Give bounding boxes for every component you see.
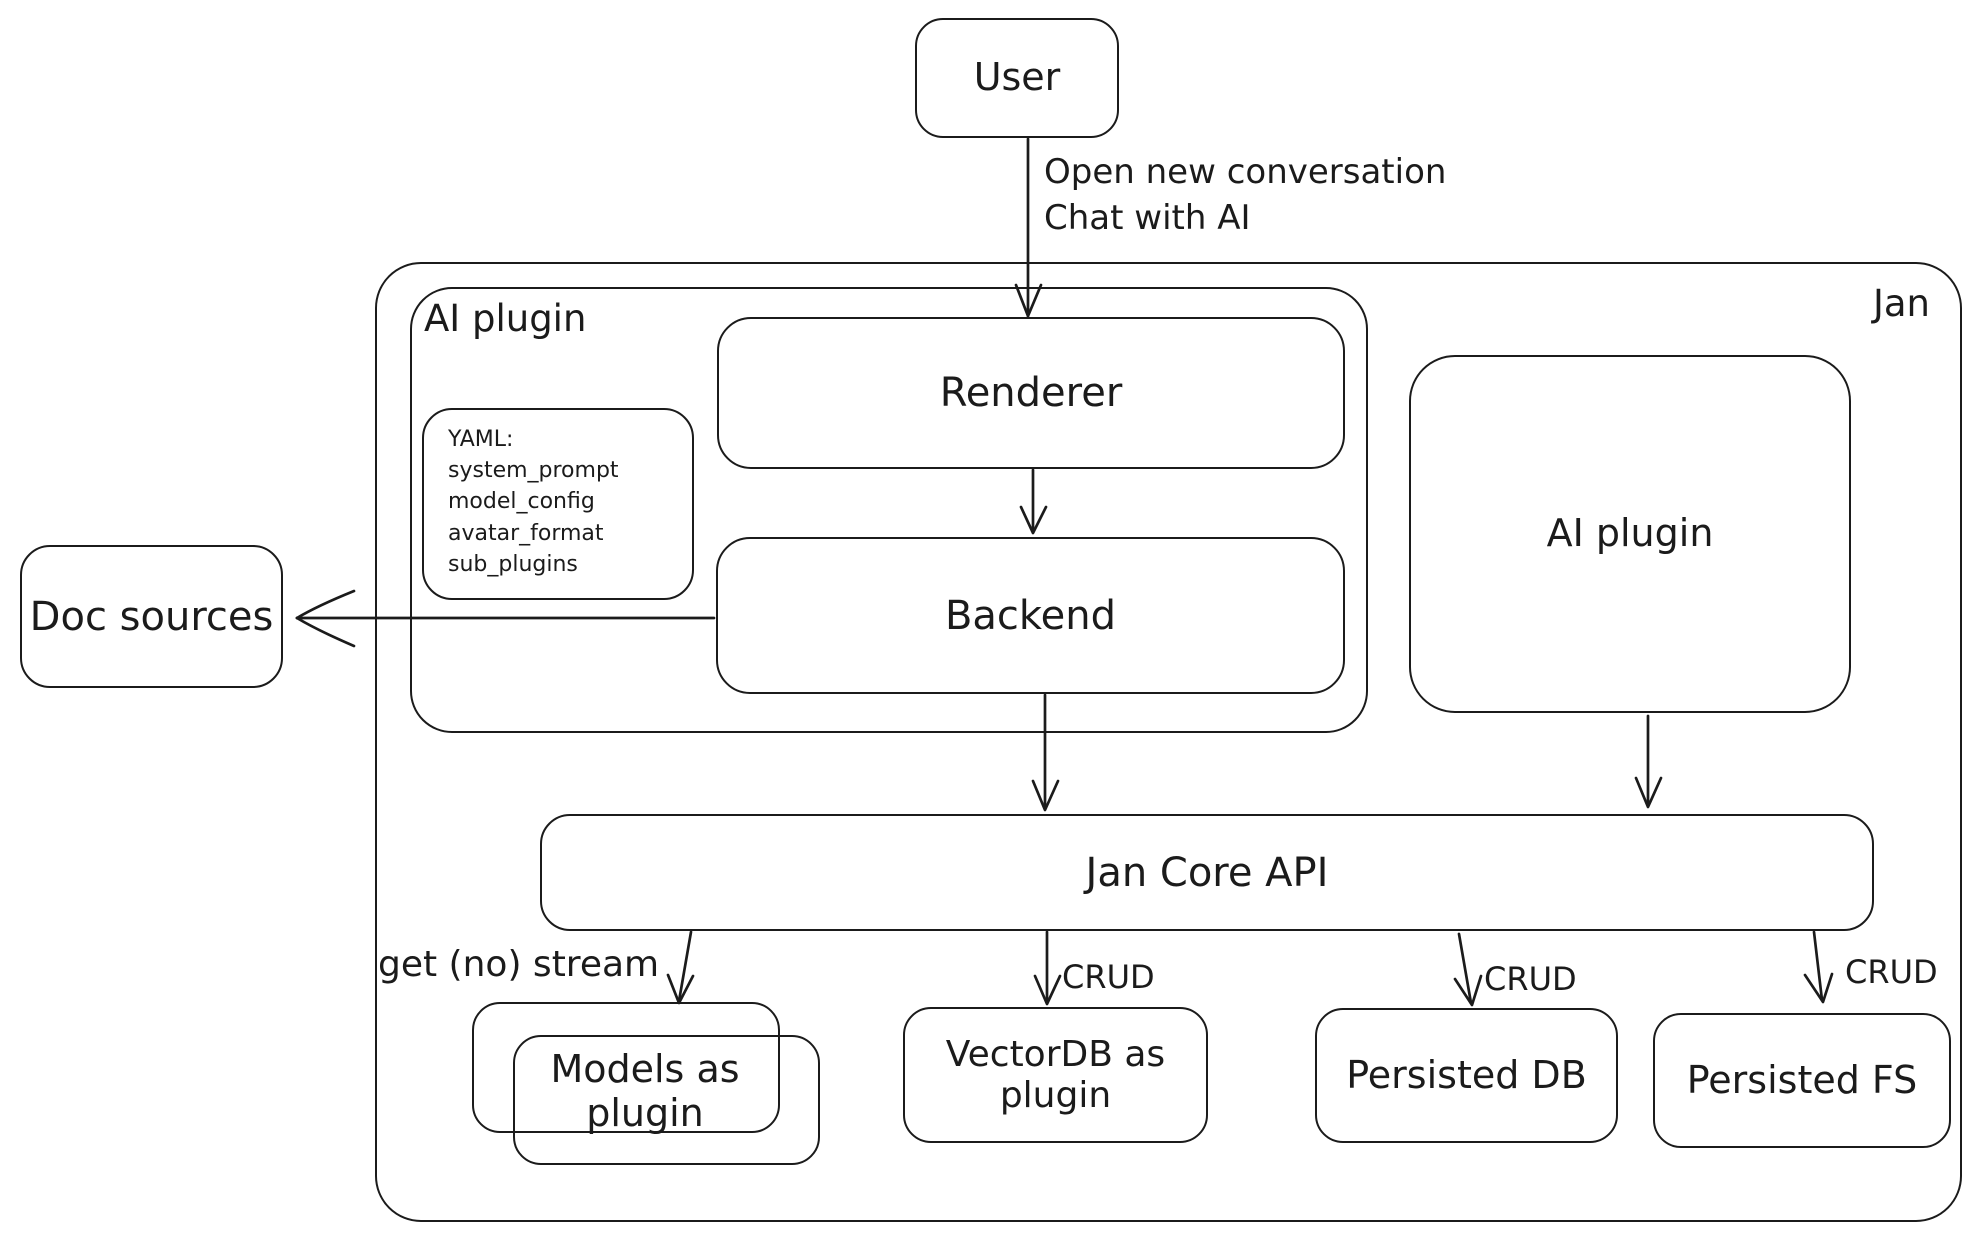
ai-plugin-left-box: AI plugin (410, 287, 1368, 733)
jan-core-api-box: Jan Core API (540, 814, 1874, 931)
persisted-db-box: Persisted DB (1315, 1008, 1618, 1143)
edge-label-line: Chat with AI (1044, 197, 1251, 238)
jan-container-box: Jan (375, 262, 1962, 1222)
renderer-label: Renderer (939, 370, 1123, 416)
ai-plugin-right-label: AI plugin (1546, 511, 1714, 556)
yaml-line: model_config (448, 489, 595, 515)
models-plugin-front-box (513, 1035, 820, 1165)
doc-sources-label: Doc sources (29, 593, 274, 640)
vectordb-label: VectorDB as plugin (945, 1033, 1166, 1116)
edge-label-crud-vectordb: CRUD (1062, 958, 1155, 996)
yaml-line: avatar_format (448, 520, 604, 546)
persisted-db-label: Persisted DB (1346, 1052, 1587, 1097)
vectordb-box: VectorDB as plugin (903, 1007, 1208, 1143)
jan-label: Jan (1872, 282, 1930, 325)
backend-label: Backend (944, 592, 1117, 639)
doc-sources-box: Doc sources (20, 545, 283, 688)
persisted-fs-label: Persisted FS (1686, 1057, 1918, 1102)
models-plugin-label: Models as plugin (550, 1047, 740, 1135)
renderer-box: Renderer (717, 317, 1345, 469)
edge-label-crud-db: CRUD (1484, 960, 1577, 998)
user-box: User (915, 18, 1119, 138)
yaml-note-box: YAML: system_prompt model_config avatar_… (422, 408, 694, 600)
edge-label-user-renderer: Open new conversation Chat with AI (1044, 150, 1446, 242)
yaml-line: YAML: (448, 427, 514, 452)
yaml-line: sub_plugins (448, 551, 578, 577)
ai-plugin-left-label: AI plugin (424, 297, 587, 340)
backend-box: Backend (716, 537, 1345, 694)
jan-core-api-label: Jan Core API (1085, 849, 1329, 896)
edge-label-crud-fs: CRUD (1845, 953, 1938, 991)
yaml-line: system_prompt (448, 458, 619, 484)
ai-plugin-right-box: AI plugin (1409, 355, 1851, 713)
models-plugin-back-box (472, 1002, 780, 1133)
yaml-note-text: YAML: system_prompt model_config avatar_… (424, 410, 692, 598)
edge-label-line: Open new conversation (1044, 152, 1447, 192)
persisted-fs-box: Persisted FS (1653, 1013, 1951, 1148)
edge-label-get-no-stream: get (no) stream (378, 944, 660, 985)
user-label: User (973, 55, 1061, 100)
